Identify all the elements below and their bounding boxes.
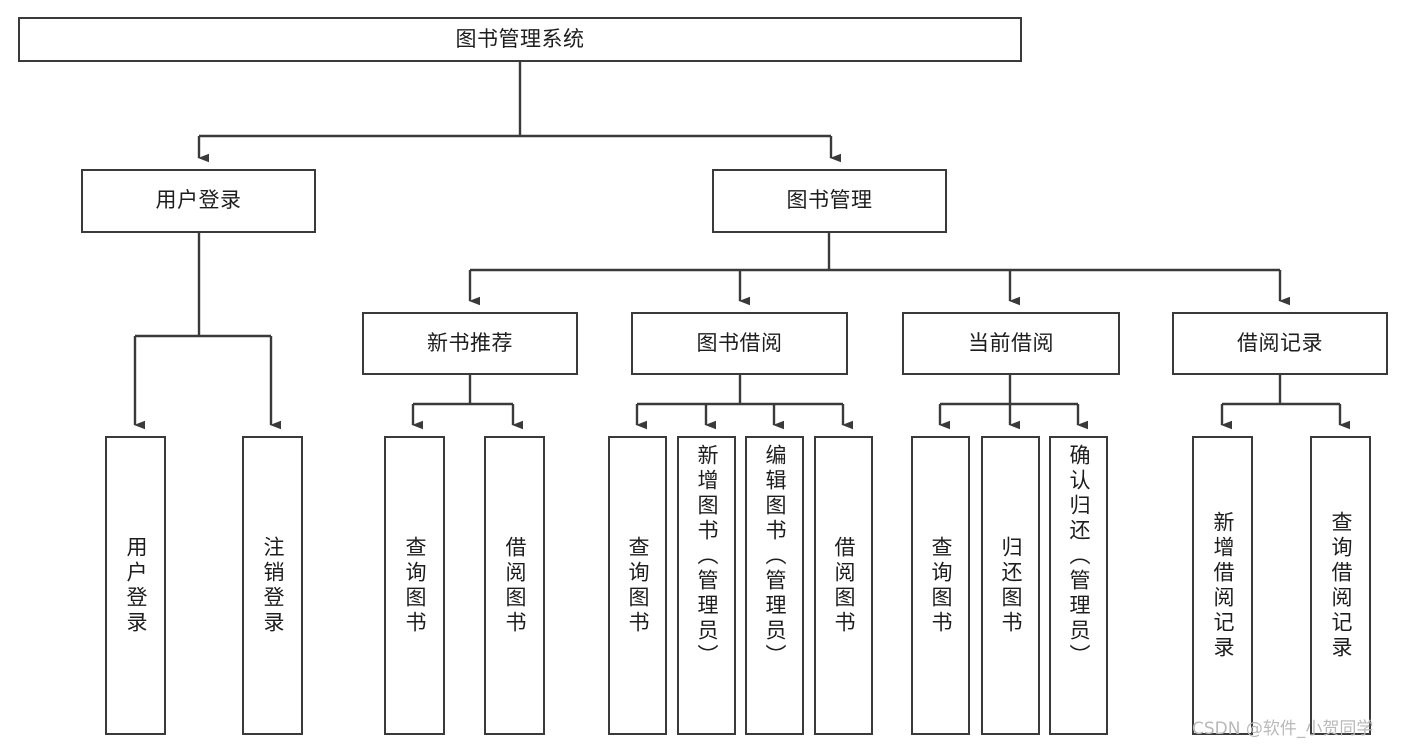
node-leaf-borrow-book-recommend[interactable]: 借阅图书: [484, 436, 545, 735]
node-leaf-borrow-book[interactable]: 借阅图书: [814, 436, 873, 735]
node-label: 查询图书: [626, 535, 650, 636]
node-leaf-query-borrow-record[interactable]: 查询借阅记录: [1310, 436, 1371, 735]
node-label: 借阅图书: [503, 535, 527, 636]
node-leaf-query-book-current[interactable]: 查询图书: [911, 436, 970, 735]
node-leaf-add-borrow-record[interactable]: 新增借阅记录: [1192, 436, 1253, 735]
node-label: 借阅记录: [1237, 330, 1323, 355]
node-label: 当前借阅: [968, 330, 1054, 355]
node-current-borrow[interactable]: 当前借阅: [902, 312, 1120, 375]
node-label: 新增借阅记录: [1211, 510, 1235, 661]
node-label: 注销登录: [261, 535, 285, 636]
node-label: 图书管理系统: [455, 26, 585, 51]
node-user-login[interactable]: 用户登录: [81, 169, 316, 233]
node-label: 确认归还（管理员）: [1067, 444, 1091, 669]
node-label: 查询借阅记录: [1329, 510, 1353, 661]
node-leaf-query-book-recommend[interactable]: 查询图书: [384, 436, 445, 735]
node-leaf-confirm-return[interactable]: 确认归还（管理员）: [1049, 436, 1108, 735]
node-borrow-record[interactable]: 借阅记录: [1172, 312, 1388, 375]
node-label: 用户登录: [155, 188, 242, 213]
node-label: 图书借阅: [696, 330, 783, 355]
node-leaf-add-book[interactable]: 新增图书（管理员）: [677, 436, 736, 735]
node-book-borrow[interactable]: 图书借阅: [631, 312, 848, 375]
node-new-book-recommend[interactable]: 新书推荐: [362, 312, 578, 375]
node-leaf-user-login[interactable]: 用户登录: [105, 436, 166, 735]
node-label: 归还图书: [999, 535, 1023, 636]
node-label: 新书推荐: [427, 330, 513, 355]
node-leaf-query-book-borrow[interactable]: 查询图书: [608, 436, 667, 735]
node-leaf-return-book[interactable]: 归还图书: [981, 436, 1040, 735]
node-book-management[interactable]: 图书管理: [712, 169, 947, 233]
node-label: 图书管理: [786, 188, 873, 213]
node-label: 编辑图书（管理员）: [763, 444, 787, 669]
node-leaf-edit-book[interactable]: 编辑图书（管理员）: [745, 436, 804, 735]
node-label: 新增图书（管理员）: [695, 444, 719, 669]
node-label: 查询图书: [929, 535, 953, 636]
node-label: 用户登录: [124, 535, 148, 636]
node-label: 借阅图书: [832, 535, 856, 636]
node-leaf-logout[interactable]: 注销登录: [242, 436, 303, 735]
node-root-book-management-system[interactable]: 图书管理系统: [18, 17, 1022, 62]
node-label: 查询图书: [403, 535, 427, 636]
watermark-text: CSDN @软件_小贺同学: [1192, 719, 1374, 739]
